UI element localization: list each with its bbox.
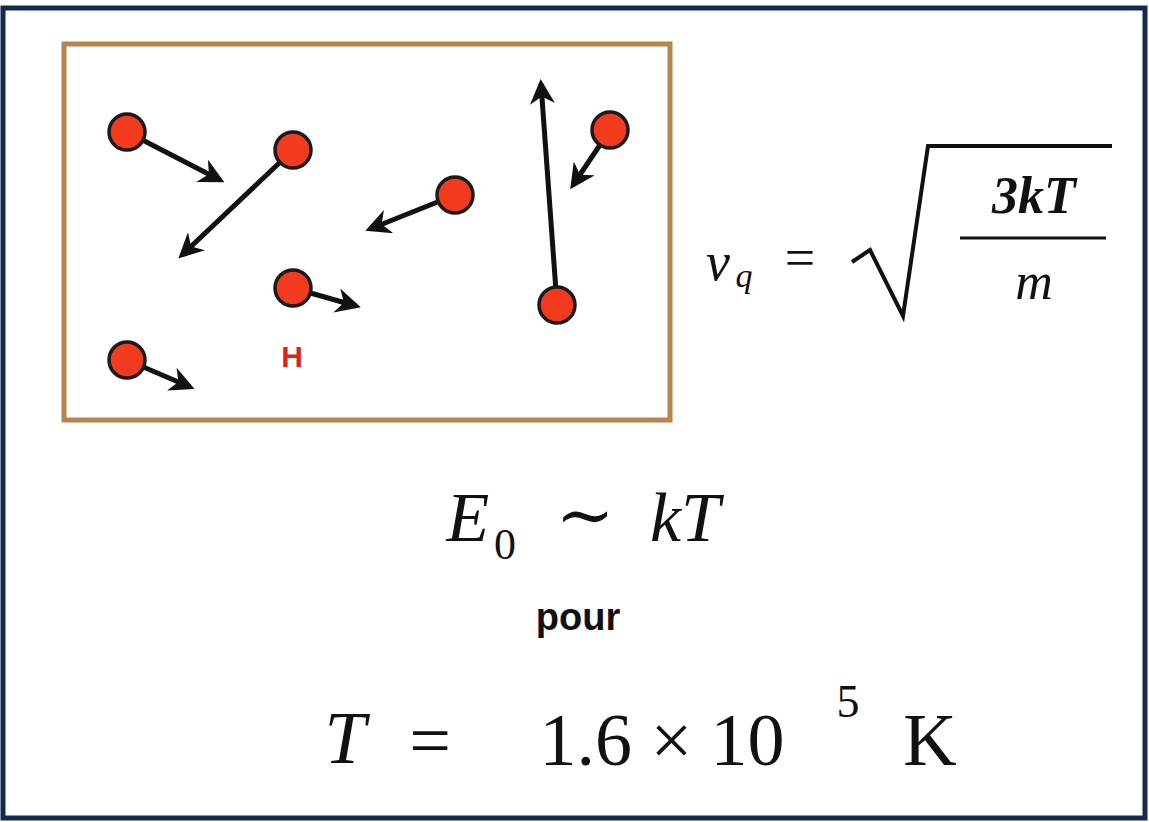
formula-symbol: v <box>706 235 730 289</box>
gas-container <box>64 44 670 420</box>
formula-operator: = <box>785 231 815 285</box>
formula-subscript: 0 <box>494 523 516 567</box>
formula-denominator: m <box>1015 256 1053 308</box>
formula-numerator: 3kT <box>992 170 1076 222</box>
hydrogen-atoms <box>109 112 628 378</box>
formula-unit: K <box>903 703 956 777</box>
fraction-bar <box>960 237 1106 240</box>
square-root-sign <box>852 146 1112 316</box>
formula-symbol: E <box>447 483 490 553</box>
formula-value: 1.6 × 10 <box>539 703 784 777</box>
velocity-arrows <box>127 84 610 387</box>
formula-exponent: 5 <box>837 679 860 725</box>
atom-label: H <box>281 342 303 372</box>
formula-operator: = <box>409 703 451 777</box>
formula-operator: ∼ <box>556 481 615 551</box>
formula-subscript: q <box>736 259 753 293</box>
connector-word: pour <box>536 598 620 636</box>
outer-frame <box>3 8 1145 818</box>
formula-symbol: T <box>324 701 365 775</box>
formula-symbol: kT <box>650 483 720 553</box>
